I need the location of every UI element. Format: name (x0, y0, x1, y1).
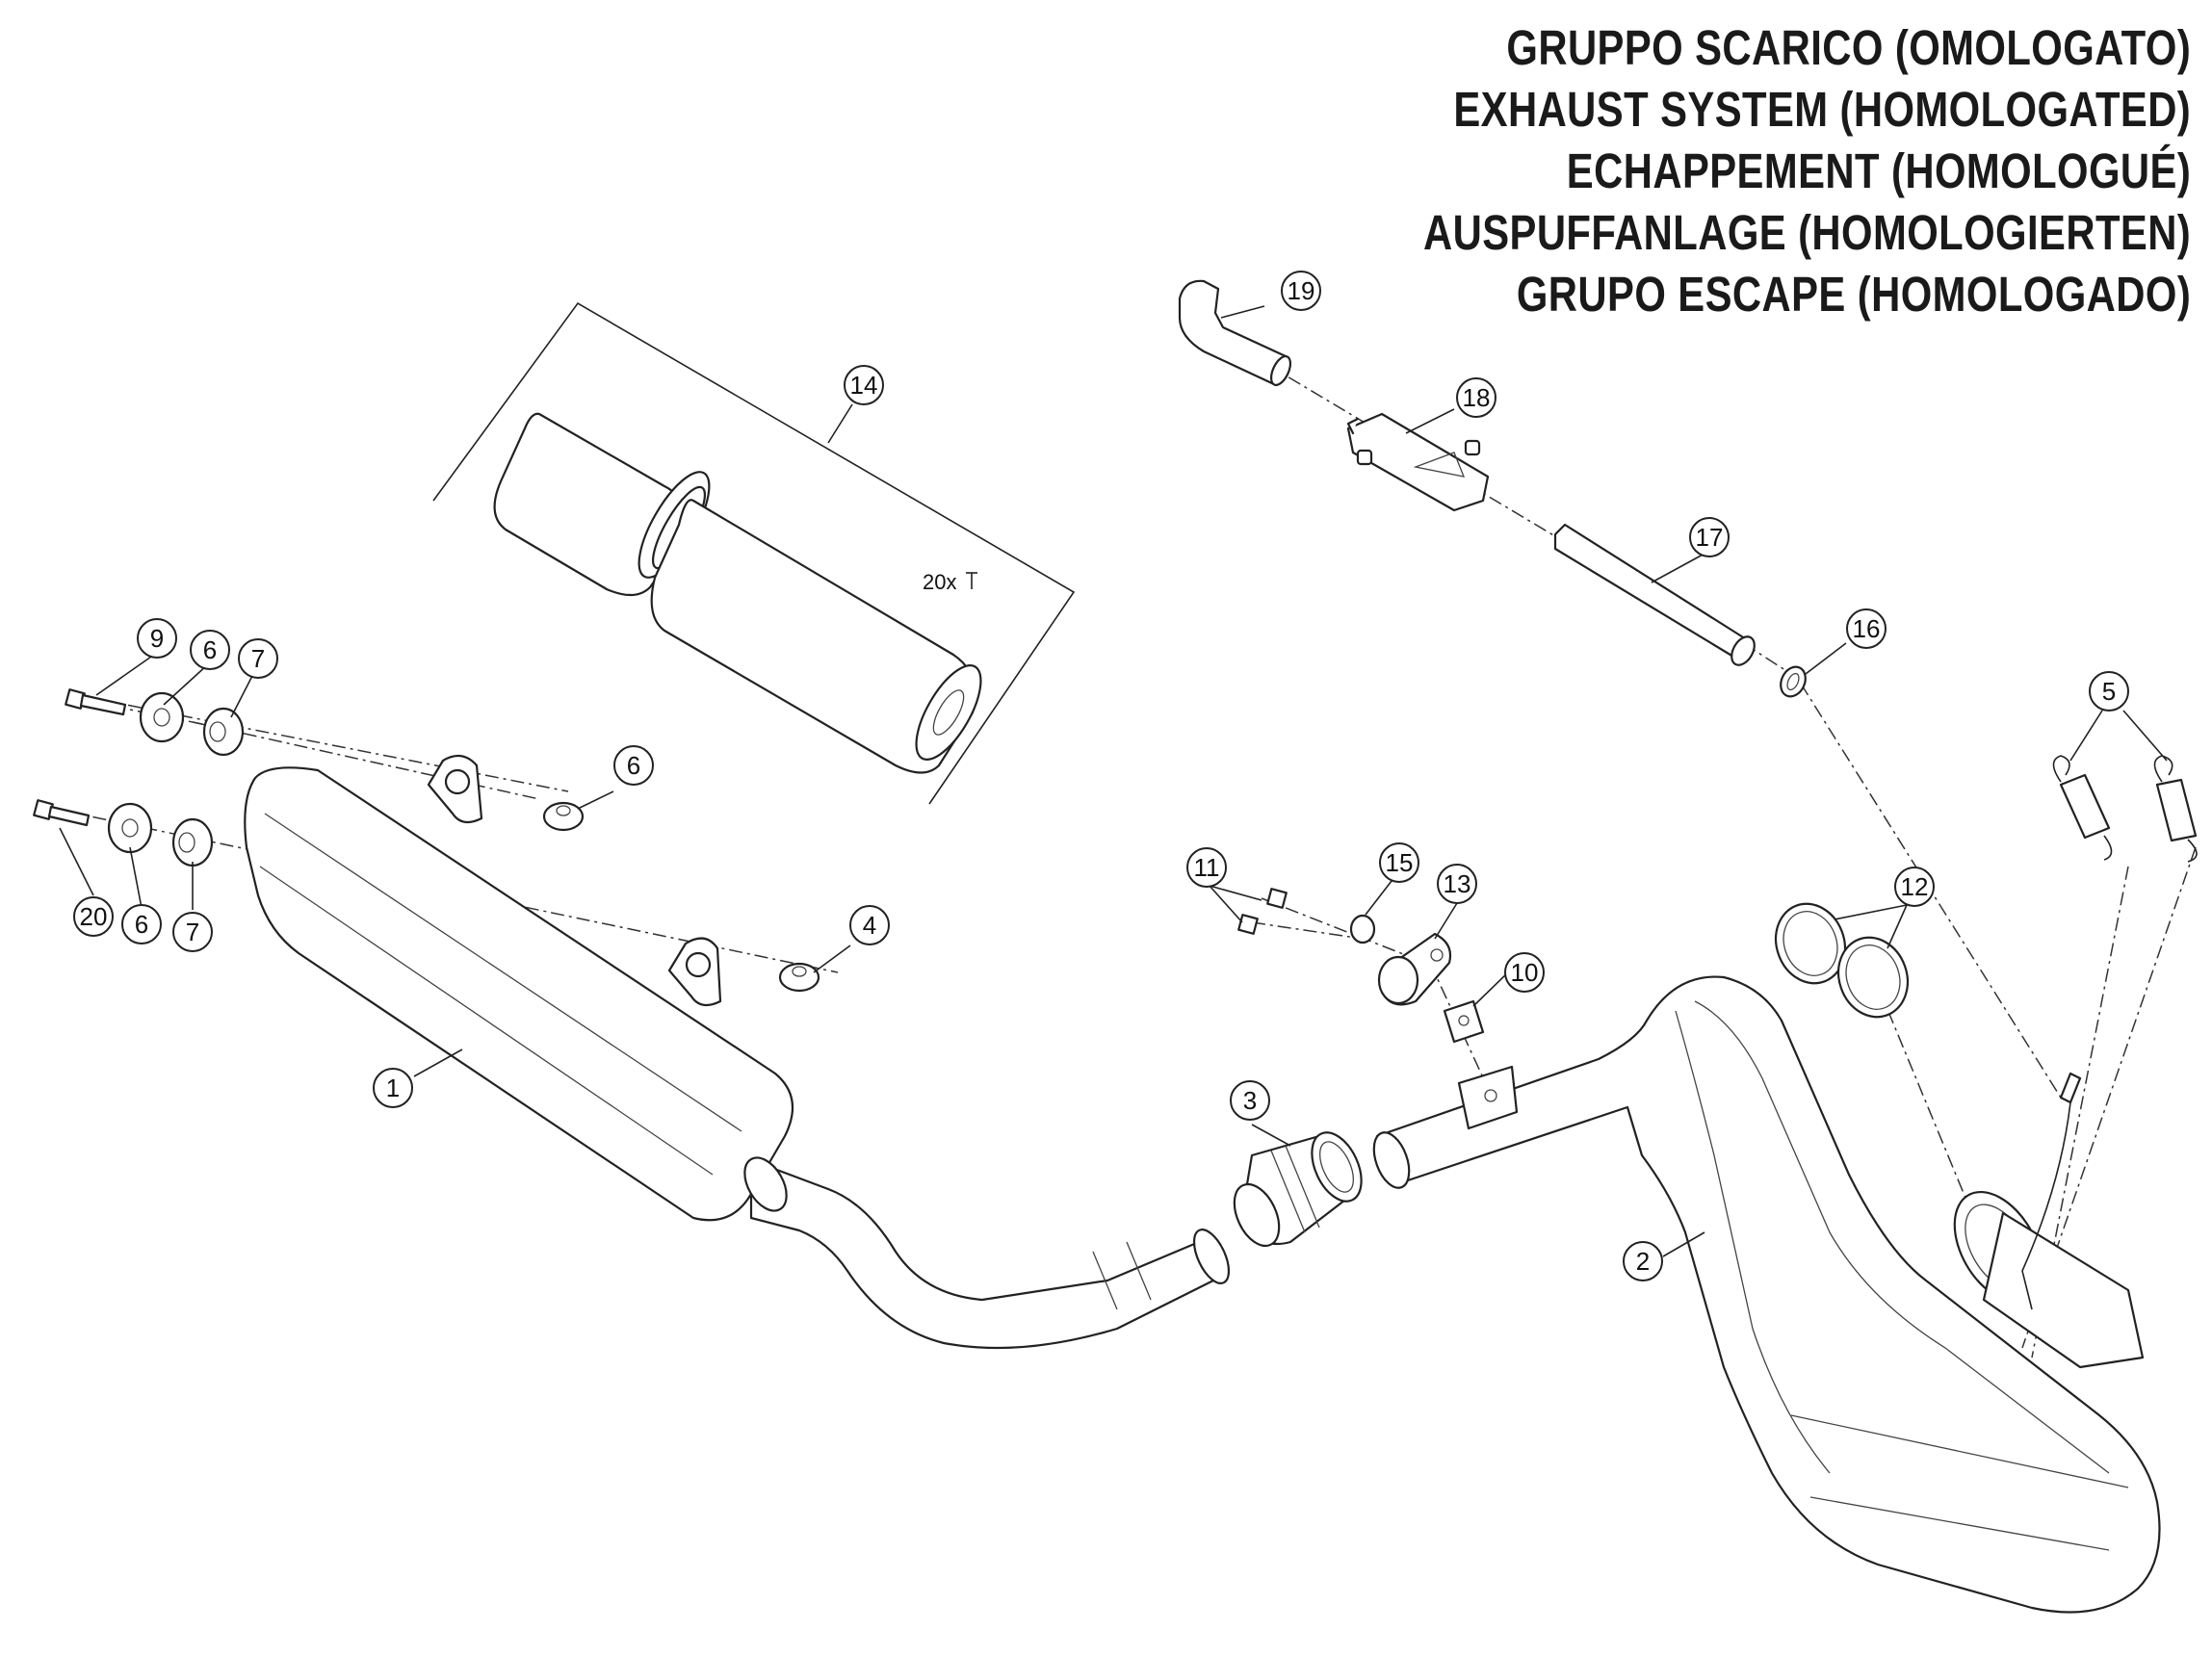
gaskets (1775, 902, 1909, 1019)
svg-text:15: 15 (1386, 848, 1414, 877)
callout-10: 10 (1504, 952, 1545, 993)
title-line-german: AUSPUFFANLAGE (HOMOLOGIERTEN) (1422, 205, 2191, 260)
svg-text:10: 10 (1511, 958, 1539, 987)
callout-18: 18 (1456, 377, 1496, 418)
svg-text:7: 7 (186, 918, 199, 946)
title-block: GRUPPO SCARICO (OMOLOGATO) EXHAUST SYSTE… (1255, 17, 2191, 325)
packing-kit-frame (432, 301, 1076, 805)
leader-lines (59, 305, 2168, 1257)
callout-15: 15 (1379, 842, 1419, 883)
svg-text:6: 6 (203, 635, 217, 664)
svg-text:9: 9 (150, 624, 164, 653)
title-line-italian: GRUPPO SCARICO (OMOLOGATO) (1506, 20, 2191, 75)
svg-text:2: 2 (1636, 1247, 1650, 1276)
callout-20: 20 (73, 896, 114, 937)
callout-5: 5 (2089, 671, 2129, 712)
svg-text:14: 14 (850, 371, 878, 400)
coupling-sleeve (1233, 1131, 1363, 1248)
callout-19: 19 (1281, 271, 1321, 311)
svg-text:4: 4 (863, 911, 876, 940)
svg-text:19: 19 (1288, 276, 1315, 305)
callout-9: 9 (137, 618, 177, 659)
callout-6-right: 6 (613, 745, 654, 786)
callout-2: 2 (1623, 1241, 1663, 1281)
svg-text:3: 3 (1243, 1086, 1257, 1115)
svg-text:17: 17 (1696, 523, 1724, 552)
svg-text:13: 13 (1444, 869, 1471, 898)
callouts: 9 6 7 6 20 6 7 4 1 (73, 271, 2129, 1281)
callout-14: 14 (844, 365, 884, 405)
callout-7-top: 7 (238, 638, 278, 679)
svg-text:16: 16 (1853, 614, 1881, 643)
svg-text:6: 6 (627, 751, 640, 780)
springs (2052, 755, 2198, 863)
left-fasteners (33, 688, 820, 993)
svg-text:20: 20 (80, 902, 108, 931)
svg-text:5: 5 (2102, 677, 2116, 706)
callout-7-bottom: 7 (172, 912, 213, 952)
svg-text:18: 18 (1463, 383, 1491, 412)
quantity-note: 20x (923, 570, 956, 594)
callout-6-bottom: 6 (121, 904, 162, 944)
svg-text:11: 11 (1194, 853, 1220, 882)
callout-6-top: 6 (190, 630, 230, 670)
svg-text:1: 1 (386, 1074, 400, 1102)
title-line-spanish: GRUPO ESCAPE (HOMOLOGADO) (1516, 267, 2191, 322)
callout-3: 3 (1230, 1080, 1270, 1121)
exhaust-pipe (1372, 975, 2161, 1614)
callout-13: 13 (1437, 864, 1477, 904)
callout-17: 17 (1689, 517, 1730, 557)
title-line-english: EXHAUST SYSTEM (HOMOLOGATED) (1453, 82, 2191, 137)
callout-4: 4 (849, 905, 890, 945)
svg-text:6: 6 (135, 910, 148, 939)
svg-text:12: 12 (1901, 872, 1929, 901)
silencer (244, 754, 1231, 1350)
svg-text:7: 7 (251, 644, 265, 673)
callout-11: 11 (1186, 847, 1227, 888)
middle-fasteners (1237, 888, 1485, 1044)
hose-assembly (1178, 279, 1807, 698)
callout-12: 12 (1894, 867, 1935, 907)
callout-16: 16 (1846, 608, 1887, 649)
callout-1: 1 (373, 1068, 413, 1108)
title-line-french: ECHAPPEMENT (HOMOLOGUÉ) (1566, 143, 2191, 198)
